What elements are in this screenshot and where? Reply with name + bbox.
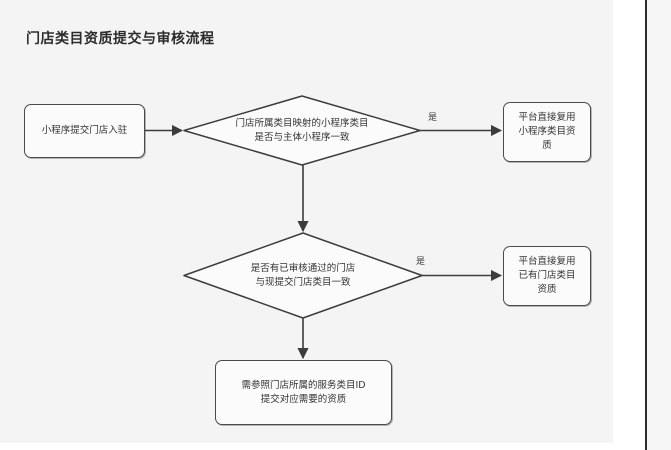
page-title: 门店类目资质提交与审核流程: [26, 31, 215, 47]
node-result-3-label: 需参照门店所属的服务类目ID 提交对应需要的资质: [241, 379, 366, 405]
right-outer-margin: [647, 0, 671, 450]
decision-1-diamond: [183, 95, 421, 166]
node-result-2-label: 平台直接复用 已有门店类目 资质: [518, 256, 576, 295]
node-result-1-label: 平台直接复用 小程序类目资 质: [518, 112, 576, 151]
flowchart-svg: [145, 95, 503, 360]
decision-2-diamond: [183, 232, 423, 319]
right-white-pane: [613, 0, 646, 450]
diagram-canvas: 门店类目资质提交与审核流程 小程序提交门店入驻 门店所属类目映射的小程序类目 是…: [0, 0, 613, 443]
node-start[interactable]: 小程序提交门店入驻: [24, 104, 145, 158]
node-result-2[interactable]: 平台直接复用 已有门店类目 资质: [503, 246, 591, 306]
edge-label-decision-2-yes: 是: [416, 257, 426, 267]
right-border-line: [645, 0, 647, 450]
node-start-label: 小程序提交门店入驻: [41, 125, 128, 137]
edge-label-decision-1-yes: 是: [428, 113, 438, 123]
node-result-3[interactable]: 需参照门店所属的服务类目ID 提交对应需要的资质: [215, 360, 392, 425]
node-result-1[interactable]: 平台直接复用 小程序类目资 质: [503, 102, 591, 162]
